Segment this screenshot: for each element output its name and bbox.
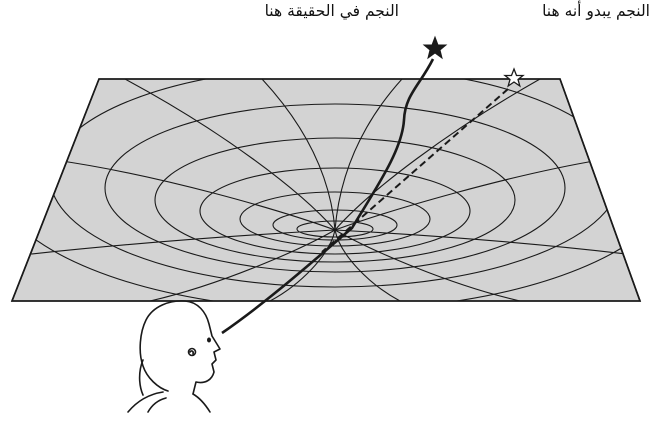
- radial-line: [269, 229, 336, 301]
- observer-eye: [207, 337, 211, 343]
- radial-line: [334, 229, 636, 256]
- filled-star-icon: [422, 35, 448, 60]
- radial-line: [334, 79, 541, 231]
- observer-head-icon: [127, 300, 221, 413]
- warp-ring: [154, 137, 516, 263]
- sheet-surface: [10, 78, 642, 302]
- warp-ring: [239, 191, 431, 247]
- radial-line: [334, 79, 403, 231]
- actual-light-path: [221, 58, 435, 335]
- actual-star-label: النجم في الحقيقة هنا: [264, 2, 399, 20]
- radial-line: [149, 229, 336, 301]
- radial-line: [54, 159, 336, 231]
- radial-line: [124, 79, 336, 231]
- sheet-grid: [12, 79, 640, 301]
- warp-ring: [199, 167, 471, 255]
- warp-ring: [272, 209, 398, 241]
- radial-line: [261, 79, 336, 231]
- apparent-light-path: [321, 88, 509, 253]
- radial-line: [334, 159, 601, 231]
- spacetime-sheet: [10, 78, 642, 302]
- radial-line: [21, 229, 336, 256]
- warp-ring: [296, 220, 374, 238]
- apparent-star-label: النجم يبدو أنه هنا: [542, 2, 650, 20]
- warp-ring: [104, 103, 566, 273]
- outline-star-icon: [503, 67, 525, 88]
- radial-line: [334, 229, 521, 301]
